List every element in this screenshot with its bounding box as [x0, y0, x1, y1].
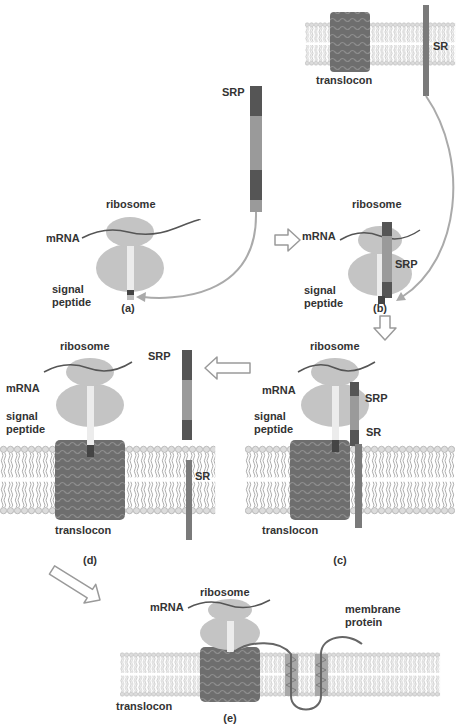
part-label: translocon: [55, 524, 125, 537]
part-label: signal peptide: [304, 284, 356, 310]
part-label: ribosome: [200, 586, 264, 599]
srp-segment: [382, 282, 392, 298]
panel-letter: (c): [320, 554, 360, 567]
figure-panel: ribosomeSRPmRNAsignal peptideSRtransloco…: [0, 340, 205, 570]
part-label: mRNA: [262, 384, 298, 397]
part-label: ribosome: [310, 340, 374, 353]
step-arrow: [275, 229, 300, 251]
translocon-channel: [200, 647, 260, 702]
srp-segment: [350, 430, 359, 446]
ribosome-small-subunit: [358, 226, 402, 254]
part-label: translocon: [116, 700, 186, 713]
part-label: mRNA: [302, 230, 338, 243]
srp-segment: [382, 222, 392, 236]
polypeptide-chain: [234, 637, 362, 709]
mrna-strand: [298, 362, 375, 372]
panel-letter: (a): [108, 302, 148, 315]
ribosome-small-subunit: [66, 358, 114, 386]
part-label: signal peptide: [6, 410, 52, 436]
binding-arrow-head: [136, 292, 146, 302]
mrna-strand: [188, 600, 270, 608]
srp-segment: [182, 420, 192, 440]
signal-peptide: [87, 445, 94, 457]
mrna-strand: [82, 220, 200, 238]
ribosome-large-subunit: [96, 244, 164, 292]
srp-receptor: [423, 5, 429, 96]
srp-segment: [250, 116, 262, 170]
part-label: ribosome: [352, 198, 416, 211]
part-label: signal peptide: [52, 283, 106, 309]
figure-panel: ribosome mRNA signal peptide SRP SR transloco…: [250, 340, 455, 570]
panel-letter: (d): [70, 554, 110, 567]
srp-segment: [182, 380, 192, 420]
signal-peptide: [332, 440, 339, 452]
step-arrow: [49, 566, 100, 603]
srp-receptor: [355, 444, 362, 528]
exit-channel: [87, 386, 94, 445]
srp-segment: [250, 200, 262, 212]
targeting-arrow-head: [396, 292, 406, 301]
srp-segment: [250, 170, 262, 200]
mrna-strand: [340, 230, 420, 240]
panel-letter: (e): [210, 712, 250, 725]
translocon-channel: [290, 440, 350, 520]
lipid-bilayer: [120, 652, 440, 697]
exit-channel: [332, 386, 339, 440]
part-label: SR: [195, 470, 217, 483]
part-label: SR: [433, 40, 455, 53]
part-label: SRP: [222, 86, 256, 99]
srp-segment: [350, 396, 359, 430]
part-label: SR: [366, 426, 388, 439]
part-label: SRP: [365, 392, 399, 405]
part-label: mRNA: [46, 232, 86, 245]
part-label: translocon: [262, 524, 332, 537]
part-label: ribosome: [106, 198, 170, 211]
step-arrow: [374, 316, 396, 340]
part-label: signal peptide: [254, 410, 300, 436]
signal-peptide: [127, 295, 134, 300]
srp-segment: [382, 236, 392, 282]
signal-peptide: [127, 290, 134, 295]
figure-panel: ribosome mRNA membrane protein translocon (e…: [100, 585, 455, 728]
part-label: SRP: [395, 258, 429, 271]
exit-channel: [227, 621, 234, 652]
figure-panel: ribosome mRNA signal peptide SRP (a): [20, 80, 275, 316]
translocon-channel: [55, 440, 125, 520]
part-label: mRNA: [6, 382, 42, 395]
ribosome-small-subunit: [311, 358, 359, 386]
srp-segment: [250, 86, 262, 116]
mrna-strand: [44, 362, 132, 372]
srp-segment: [350, 382, 359, 396]
part-label: SRP: [148, 350, 182, 363]
part-label: ribosome: [60, 340, 124, 353]
part-label: mRNA: [150, 601, 186, 614]
srp-segment: [182, 350, 192, 380]
translocon-channel: [330, 12, 370, 72]
srp-receptor: [186, 460, 192, 540]
panel-letter: (b): [360, 302, 400, 315]
step-arrow: [205, 357, 250, 379]
part-label: membrane protein: [345, 603, 407, 629]
part-label: translocon: [316, 74, 386, 87]
binding-arrow: [143, 212, 256, 298]
exit-channel: [127, 246, 134, 290]
figure-panel: translocon SR ribosome mRNA SRP signal peptid…: [300, 0, 455, 316]
lipid-bilayer: [305, 22, 455, 66]
